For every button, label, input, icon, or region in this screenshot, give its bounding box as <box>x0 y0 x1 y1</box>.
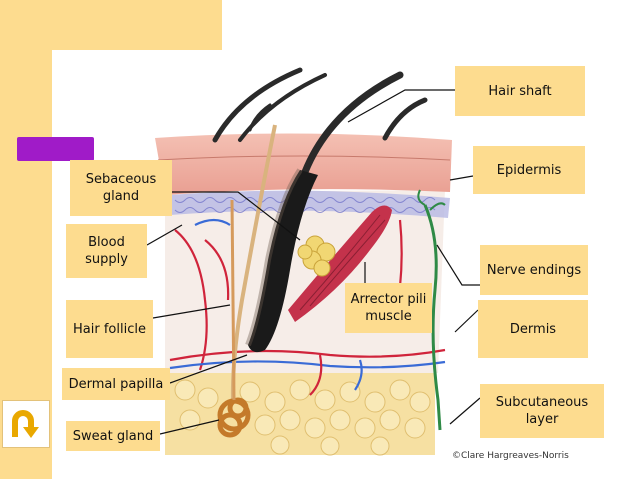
label-dermal-papilla: Dermal papilla <box>62 368 170 400</box>
label-arrector-pili-muscle: Arrector pili muscle <box>345 283 432 333</box>
label-epidermis: Epidermis <box>473 146 585 194</box>
sebaceous-gland-shape <box>297 235 336 277</box>
epidermis-layer <box>155 133 452 195</box>
hair-strands <box>212 67 428 176</box>
label-subcutaneous-layer: Subcutaneous layer <box>480 384 604 438</box>
u-turn-arrow-icon <box>12 410 39 438</box>
label-nerve-endings: Nerve endings <box>480 245 588 295</box>
image-credit: ©Clare Hargreaves-Norris <box>452 451 569 461</box>
label-blood-supply: Blood supply <box>66 224 147 278</box>
left-accent-band <box>0 0 52 479</box>
label-hair-follicle: Hair follicle <box>66 300 153 358</box>
nerve-fiber <box>423 204 442 431</box>
back-nav-button[interactable] <box>2 400 50 448</box>
label-dermis: Dermis <box>478 300 588 358</box>
label-sebaceous-gland: Sebaceous gland <box>70 160 172 216</box>
sweat-gland-shape <box>217 397 251 438</box>
pointer-lines <box>146 89 481 435</box>
label-sweat-gland: Sweat gland <box>66 421 160 451</box>
purple-accent-tab <box>17 137 94 161</box>
hair-follicle-shape <box>248 170 318 353</box>
blood-vessels <box>169 218 446 396</box>
label-hair-shaft: Hair shaft <box>455 66 585 116</box>
dermis-layer <box>165 190 445 373</box>
subcutaneous-fat-layer <box>165 373 435 456</box>
